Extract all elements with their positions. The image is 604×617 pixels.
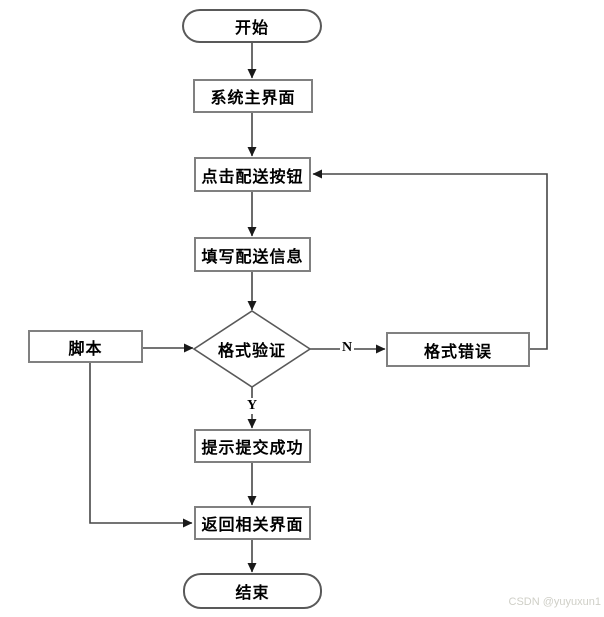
branch-label-yes: Y: [245, 398, 260, 414]
node-click-delivery: 点击配送按钮: [194, 157, 311, 192]
node-success-tip-label: 提示提交成功: [201, 440, 304, 457]
node-start-label: 开始: [234, 20, 269, 37]
node-start: 开始: [182, 9, 322, 43]
node-click-delivery-label: 点击配送按钮: [201, 168, 304, 186]
node-script-label: 脚本: [68, 340, 103, 358]
edge-error-to-click: [312, 169, 548, 350]
node-success-tip: 提示提交成功: [194, 429, 311, 463]
node-end: 结束: [183, 573, 322, 609]
node-format-error: 格式错误: [386, 332, 530, 367]
edge-script-to-return: [89, 363, 193, 528]
node-return-ui-label: 返回相关界面: [201, 517, 304, 534]
node-end-label: 结束: [235, 585, 270, 602]
node-script: 脚本: [28, 330, 143, 363]
branch-label-no: N: [340, 340, 355, 356]
node-validate: 格式验证: [196, 338, 308, 360]
node-fill-info-label: 填写配送信息: [201, 248, 304, 266]
node-format-error-label: 格式错误: [423, 343, 492, 361]
decision-diamond-shape: [192, 310, 312, 388]
node-fill-info: 填写配送信息: [194, 237, 311, 272]
watermark-text: CSDN @yuyuxun1: [508, 596, 601, 608]
node-validate-label: 格式验证: [217, 343, 286, 360]
node-main-ui-label: 系统主界面: [210, 90, 296, 107]
node-return-ui: 返回相关界面: [194, 506, 311, 540]
node-main-ui: 系统主界面: [193, 79, 313, 113]
